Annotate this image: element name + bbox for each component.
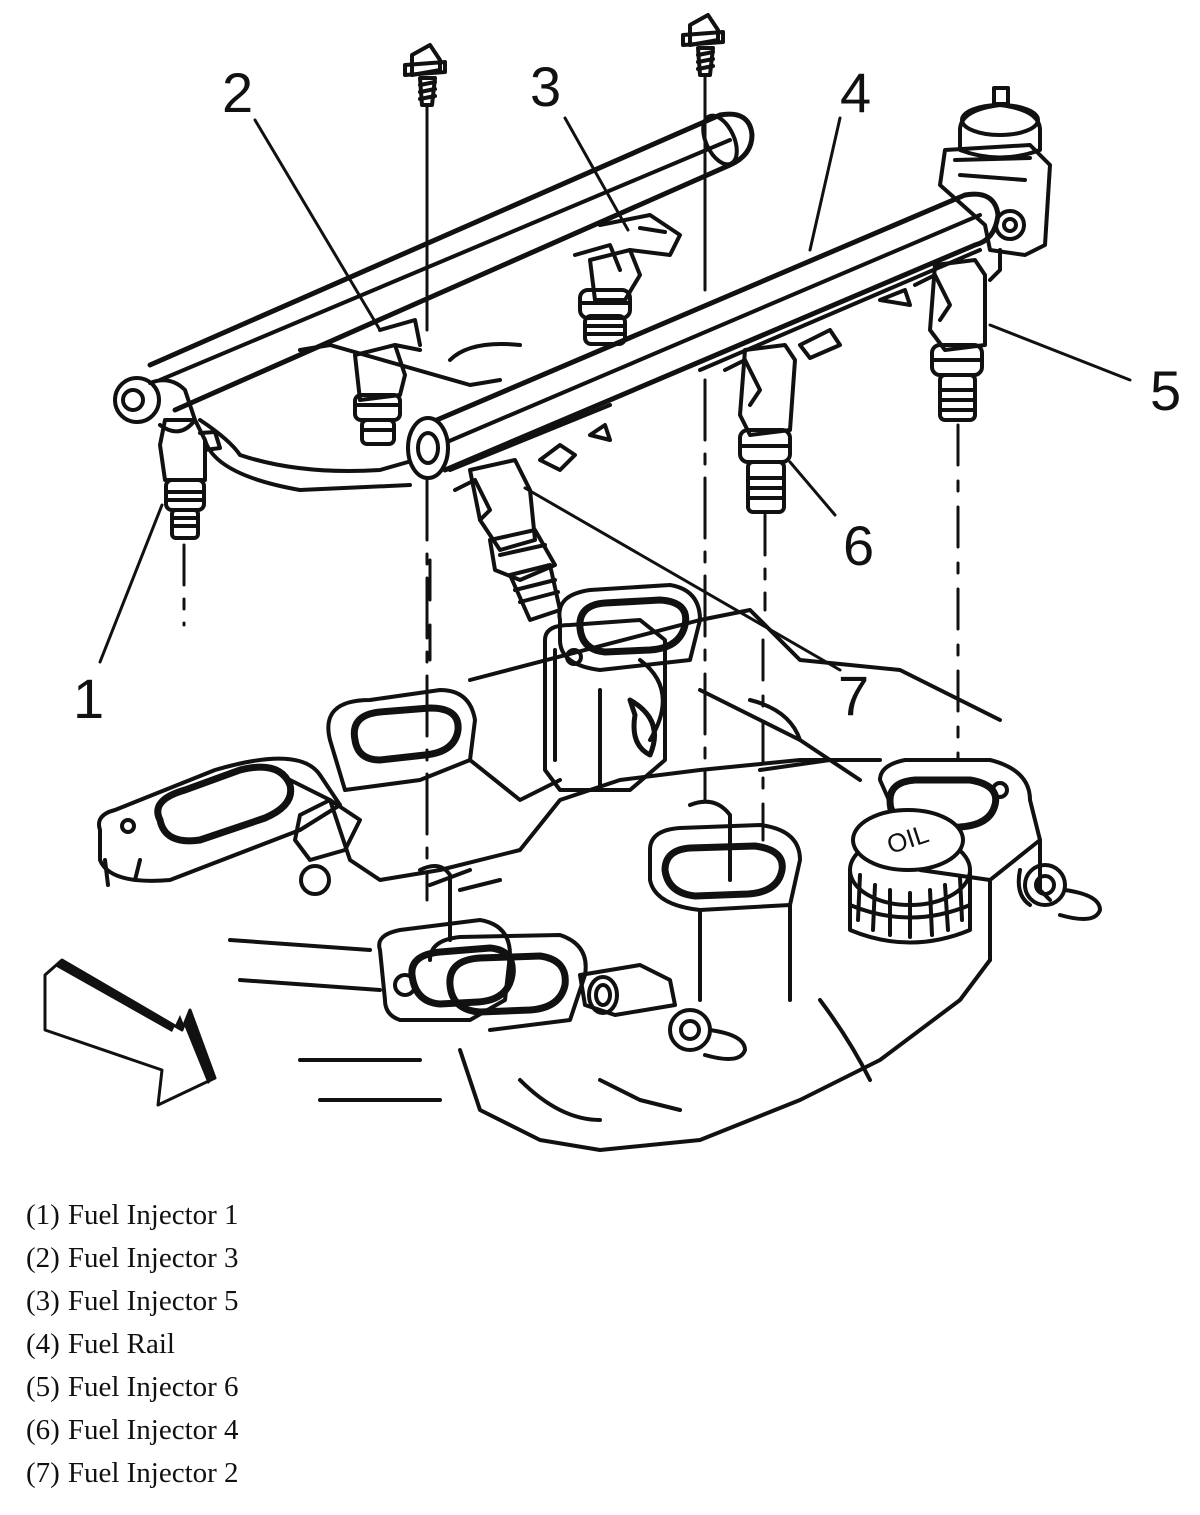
component-legend: (1)Fuel Injector 1 (2)Fuel Injector 3 (3… xyxy=(26,1194,239,1495)
fuel-injector-6 xyxy=(913,258,987,422)
leader-lines xyxy=(98,116,1132,672)
legend-item: (4)Fuel Rail xyxy=(26,1323,239,1366)
callout-5: 5 xyxy=(1150,359,1181,422)
callout-4: 4 xyxy=(840,61,871,124)
legend-number: (7) xyxy=(26,1457,60,1489)
rail-bolt-left xyxy=(403,43,447,107)
rail-bolt-right xyxy=(681,13,725,77)
legend-number: (1) xyxy=(26,1199,60,1231)
legend-item: (5)Fuel Injector 6 xyxy=(26,1366,239,1409)
callout-3: 3 xyxy=(530,55,561,118)
fuel-pressure-regulator xyxy=(938,86,1052,282)
legend-label: Fuel Injector 2 xyxy=(67,1457,239,1489)
legend-label: Fuel Rail xyxy=(67,1328,175,1360)
legend-number: (2) xyxy=(26,1242,60,1274)
leader-line-3 xyxy=(563,116,630,232)
leader-line-7 xyxy=(523,486,842,672)
leader-line-6 xyxy=(788,460,837,517)
fuel-injector-5 xyxy=(573,213,682,346)
callout-numbers: 1 2 3 4 5 6 7 xyxy=(73,55,1181,730)
legend-label: Fuel Injector 3 xyxy=(67,1242,239,1274)
legend-label: Fuel Injector 1 xyxy=(67,1199,239,1231)
leader-line-4 xyxy=(808,116,842,252)
fuel-rail-exploded-diagram: OIL xyxy=(43,13,1181,1152)
rear-fuel-rail xyxy=(113,111,755,434)
callout-6: 6 xyxy=(843,514,874,577)
legend-label: Fuel Injector 5 xyxy=(67,1285,239,1317)
legend-number: (3) xyxy=(26,1285,60,1317)
legend-number: (4) xyxy=(26,1328,60,1360)
callout-7: 7 xyxy=(838,664,869,727)
legend-label: Fuel Injector 4 xyxy=(67,1414,239,1446)
legend-item: (2)Fuel Injector 3 xyxy=(26,1237,239,1280)
intake-manifold xyxy=(97,583,1102,1152)
legend-item: (7)Fuel Injector 2 xyxy=(26,1452,239,1495)
callout-2: 2 xyxy=(222,61,253,124)
legend-item: (3)Fuel Injector 5 xyxy=(26,1280,239,1323)
fuel-injector-4 xyxy=(723,343,797,514)
fuel-injector-1 xyxy=(158,418,222,540)
callout-1: 1 xyxy=(73,667,104,730)
legend-item: (6)Fuel Injector 4 xyxy=(26,1409,239,1452)
oil-fill-cap: OIL xyxy=(848,808,972,945)
leader-line-2 xyxy=(253,118,382,332)
legend-number: (5) xyxy=(26,1371,60,1403)
alignment-lines xyxy=(182,73,960,902)
legend-item: (1)Fuel Injector 1 xyxy=(26,1194,239,1237)
fuel-injector-2 xyxy=(453,458,562,622)
legend-label: Fuel Injector 6 xyxy=(67,1371,239,1403)
leader-line-1 xyxy=(98,503,164,664)
legend-number: (6) xyxy=(26,1414,60,1446)
fuel-injector-3 xyxy=(353,318,422,446)
leader-line-5 xyxy=(988,323,1132,382)
front-direction-arrow-icon xyxy=(43,958,217,1107)
